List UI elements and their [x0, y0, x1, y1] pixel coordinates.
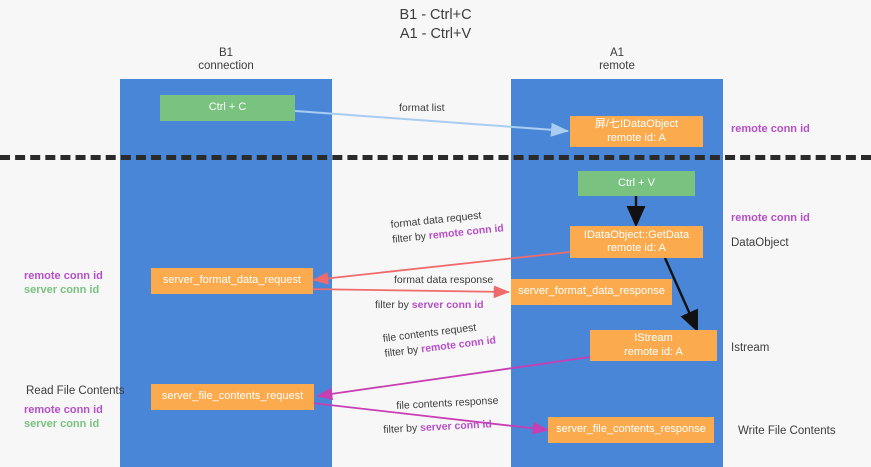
edge-label-file-contents-request: file contents request filter by remote c… [382, 318, 497, 361]
legend-bottom-server-conn-id: server conn id [24, 418, 100, 430]
filter-prefix: filter by [391, 230, 430, 246]
node-server-format-data-response[interactable]: server_format_data_response [511, 279, 672, 305]
edge-format-data-response [304, 285, 510, 299]
edge-label-format-data-response-line1: format data response [394, 274, 494, 286]
node-idataobject[interactable]: 屏/七IDataObject remote id: A [570, 116, 703, 147]
edge-label-format-data-response-filter: filter by server conn id [375, 298, 484, 313]
annotation-remote-conn-id-top: remote conn id [731, 123, 810, 135]
edge-label-format-data-response: format data response [394, 273, 493, 288]
legend-mid-remote-conn-id: remote conn id [24, 270, 103, 282]
annotation-istream: Istream [731, 342, 770, 354]
annotation-remote-conn-id-mid: remote conn id [731, 212, 810, 224]
diagram-title: B1 - Ctrl+C A1 - Ctrl+V [399, 7, 472, 42]
column-header-a1: A1 remote [599, 47, 635, 72]
edge-label-file-contents-response: file contents response [396, 394, 499, 412]
column-header-b1: B1 connection [198, 47, 254, 72]
filter-key-server-conn-id: server conn id [411, 299, 484, 311]
edge-label-format-list: format list [399, 102, 445, 114]
annotation-read-file-contents: Read File Contents [26, 385, 125, 397]
node-ctrl-v[interactable]: Ctrl + V [578, 171, 695, 196]
legend-bottom-remote-conn-id: remote conn id [24, 404, 103, 416]
edge-label-format-data-request: format data request filter by remote con… [390, 206, 505, 248]
edge-label-file-contents-response-filter: filter by server conn id [383, 417, 492, 438]
node-ctrl-c[interactable]: Ctrl + C [160, 95, 295, 121]
filter-prefix: filter by [383, 343, 422, 360]
annotation-dataobject: DataObject [731, 237, 789, 249]
node-server-file-contents-request[interactable]: server_file_contents_request [151, 384, 314, 410]
filter-prefix: filter by [383, 422, 421, 436]
filter-prefix: filter by [375, 299, 412, 311]
node-server-format-data-request[interactable]: server_format_data_request [151, 268, 313, 294]
filter-key-server-conn-id: server conn id [419, 418, 493, 435]
node-idataobject-getdata[interactable]: IDataObject::GetData remote id: A [570, 226, 703, 258]
legend-mid-server-conn-id: server conn id [24, 284, 100, 296]
node-istream[interactable]: IStream remote id: A [590, 330, 717, 361]
phase-divider [0, 155, 871, 160]
annotation-write-file-contents: Write File Contents [738, 425, 836, 437]
node-server-file-contents-response[interactable]: server_file_contents_response [548, 417, 714, 443]
